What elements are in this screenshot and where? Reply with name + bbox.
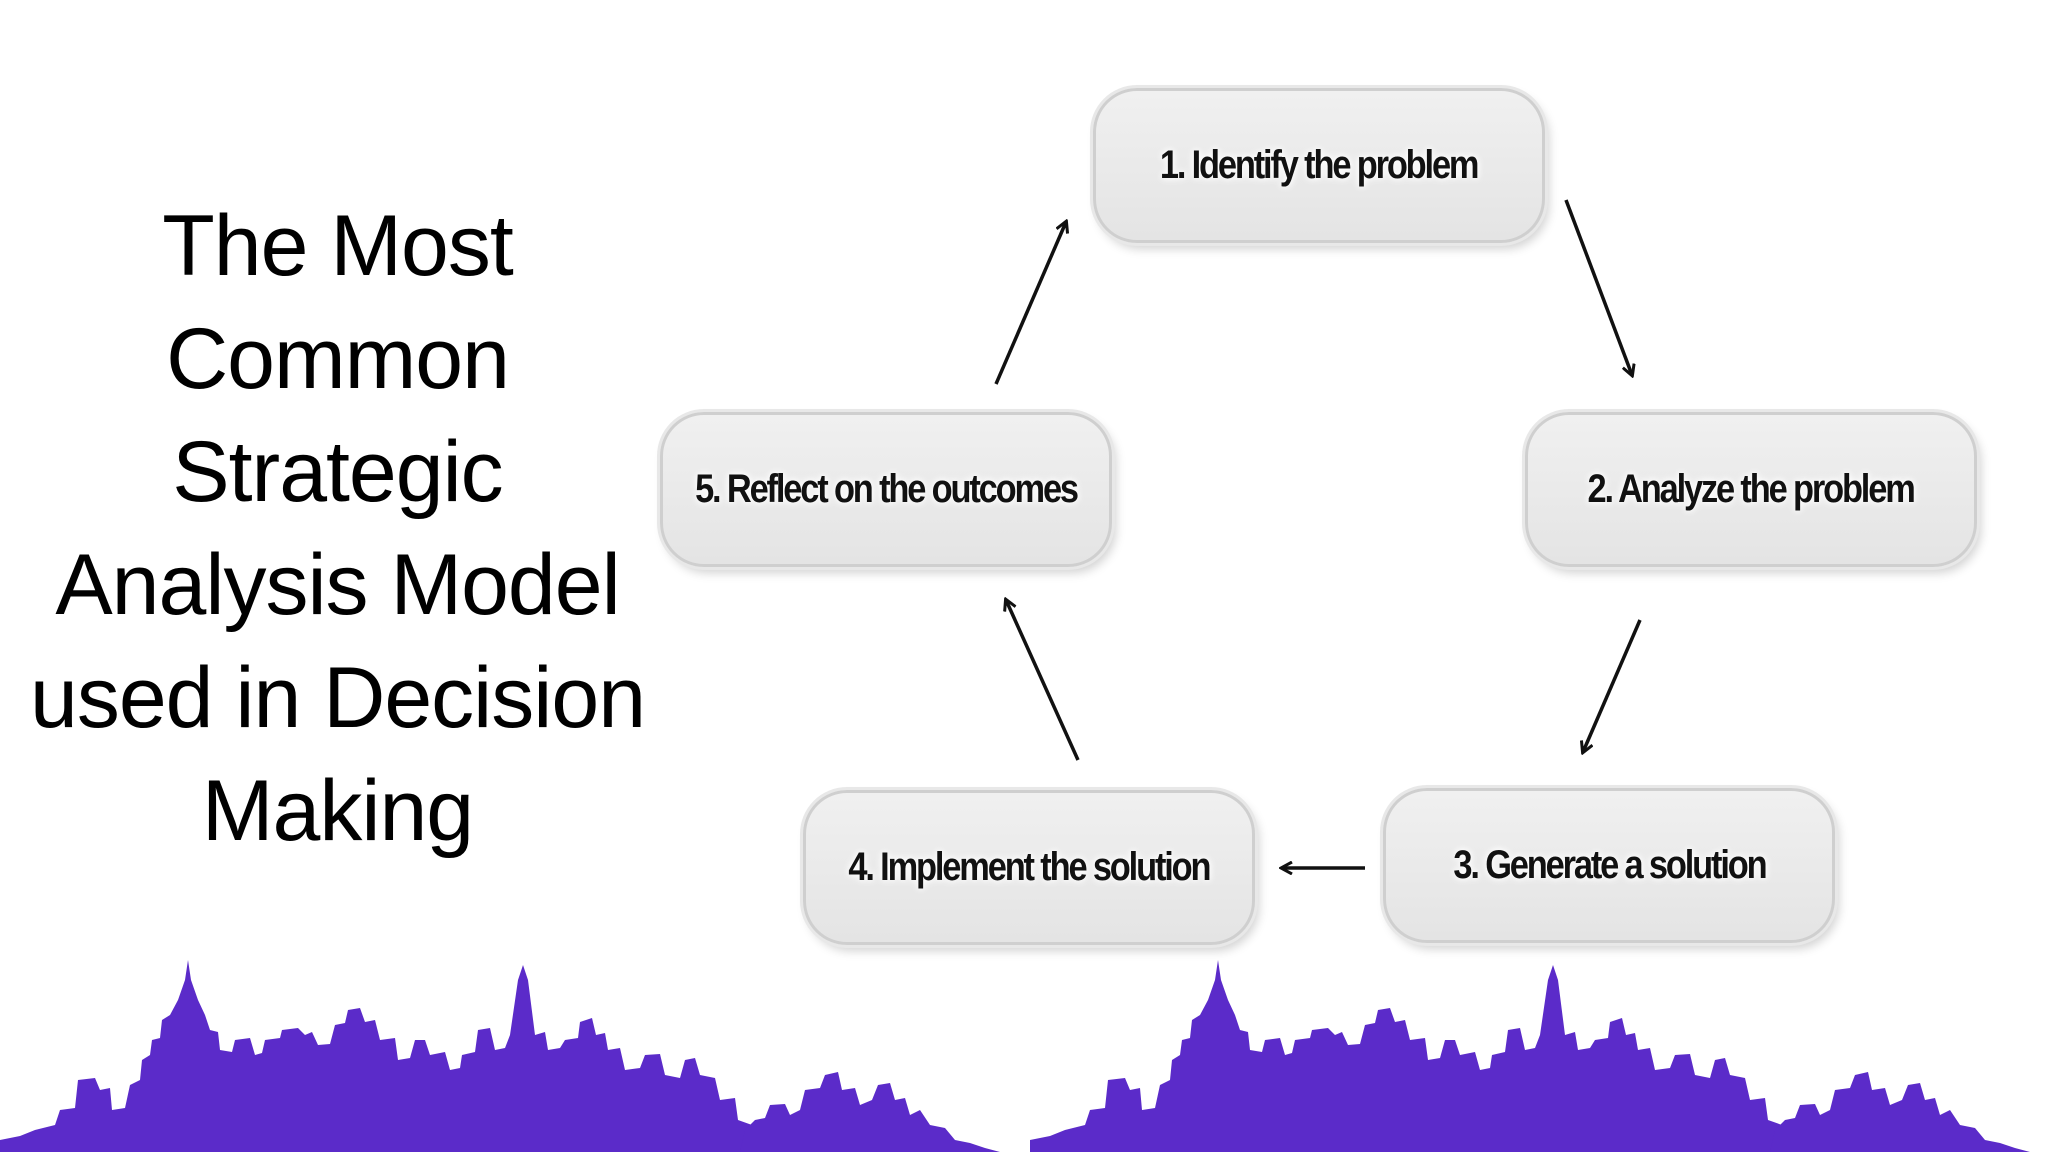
step-reflect-outcomes: 5. Reflect on the outcomes	[660, 412, 1112, 567]
arrow-2-to-3	[1583, 619, 1642, 752]
city-skyline-decoration	[0, 960, 2030, 1152]
step-analyze-problem: 2. Analyze the problem	[1525, 412, 1977, 567]
arrow-5-to-1	[994, 222, 1066, 385]
title-line: Strategic	[172, 424, 503, 520]
step-label: 1. Identify the problem	[1160, 143, 1480, 187]
step-label: 2. Analyze the problem	[1587, 467, 1916, 511]
step-label: 3. Generate a solution	[1452, 843, 1767, 887]
step-implement-solution: 4. Implement the solution	[803, 790, 1255, 945]
step-identify-problem: 1. Identify the problem	[1093, 88, 1545, 243]
step-label: 4. Implement the solution	[848, 845, 1211, 889]
title-line: Common	[166, 311, 510, 407]
title-line: The Most	[162, 198, 513, 294]
title-line: used in Decision	[30, 650, 646, 746]
title-line: Analysis Model	[55, 537, 620, 633]
step-generate-solution: 3. Generate a solution	[1383, 788, 1835, 943]
title-line: Making	[201, 763, 474, 859]
slide-title: The Most Common Strategic Analysis Model…	[30, 190, 646, 868]
arrow-1-to-2	[1564, 199, 1632, 375]
step-label: 5. Reflect on the outcomes	[695, 467, 1079, 511]
arrow-4-to-5	[1006, 600, 1080, 761]
